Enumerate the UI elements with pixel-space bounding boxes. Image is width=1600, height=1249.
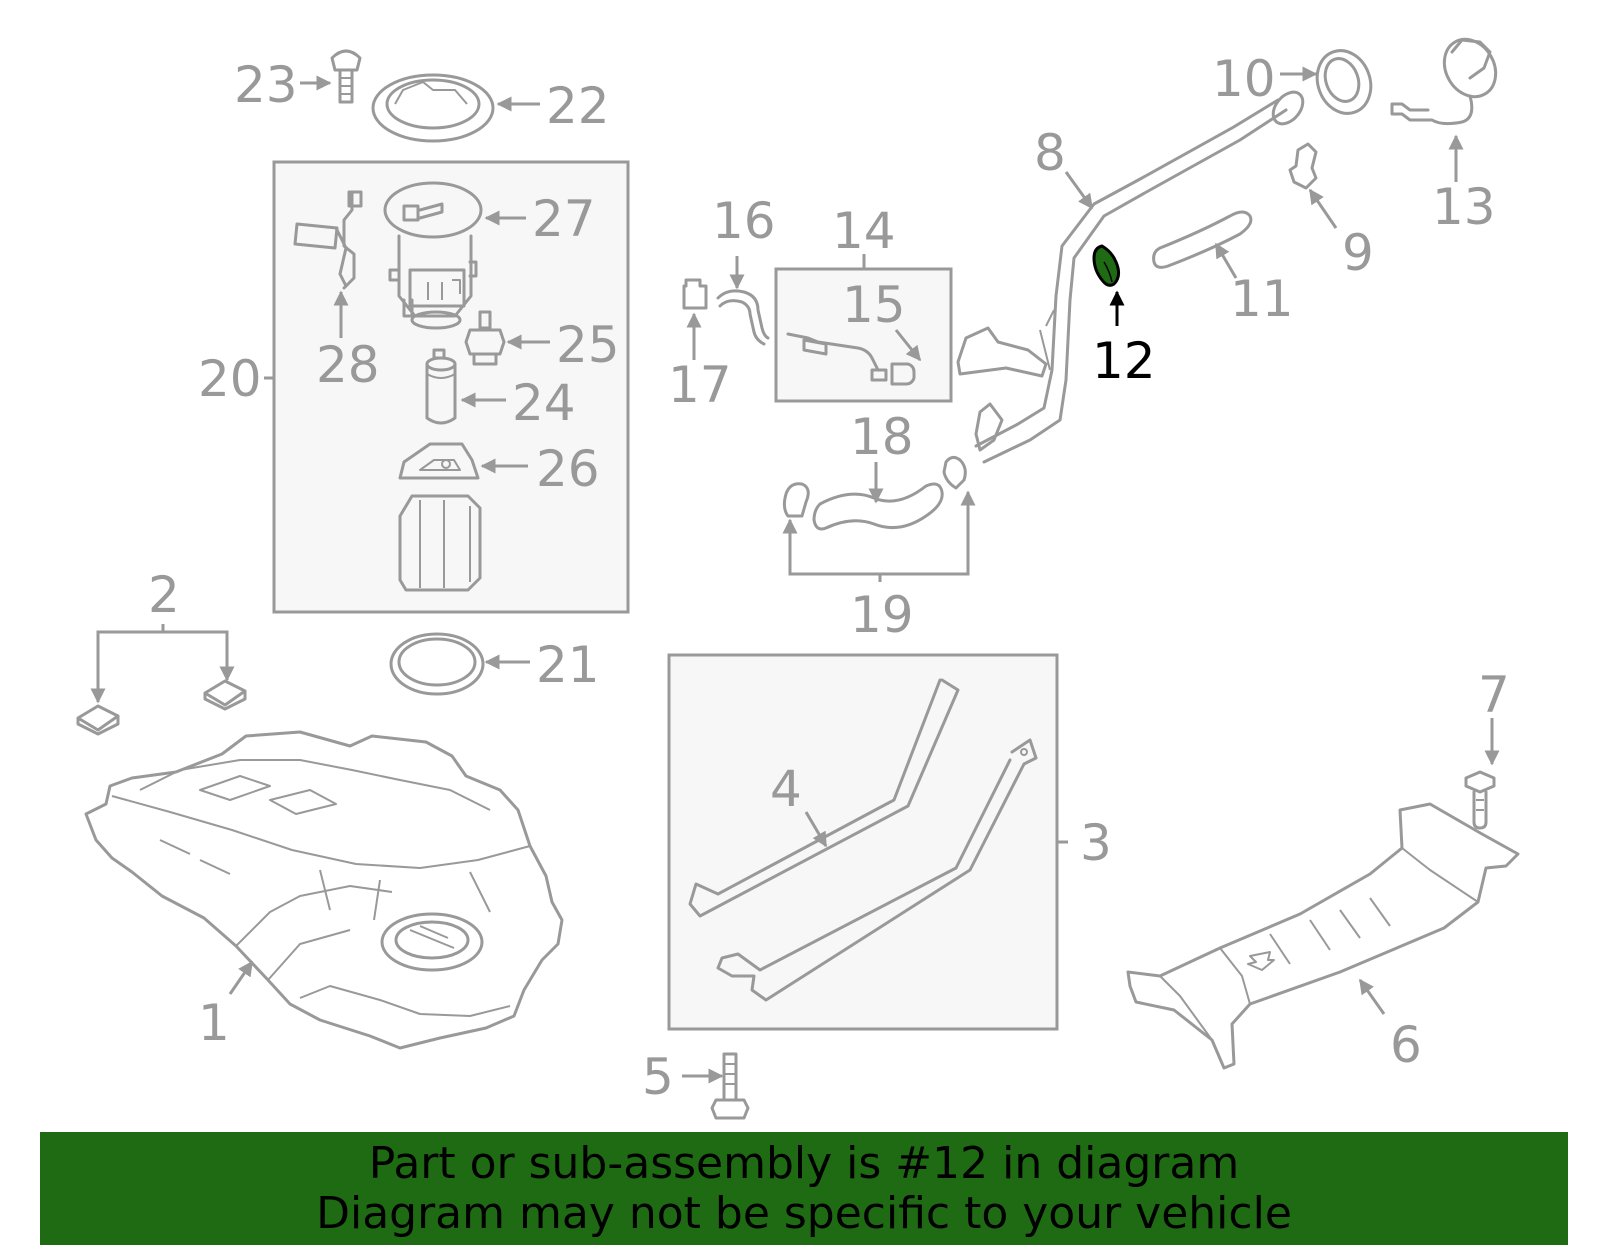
callout-15: 15: [842, 276, 906, 334]
part-4-strap[interactable]: [688, 678, 960, 918]
strap-group-box: [667, 653, 1059, 1031]
part-16-hose[interactable]: [716, 289, 770, 346]
part-1-fuel-tank[interactable]: [84, 730, 564, 1050]
callout-17: 17: [668, 356, 732, 414]
callout-13: 13: [1432, 178, 1496, 236]
callout-28: 28: [316, 336, 380, 394]
part-25-pressure-regulator[interactable]: [464, 310, 506, 366]
part-26-bracket[interactable]: [398, 442, 480, 480]
callout-8: 8: [1034, 124, 1066, 182]
callout-27: 27: [532, 190, 596, 248]
pump-reservoir-bucket: [398, 494, 482, 592]
part-22-lock-ring[interactable]: [371, 73, 495, 143]
callout-19: 19: [850, 586, 914, 644]
callout-1: 1: [198, 994, 230, 1052]
part-5-bolt[interactable]: [710, 1052, 750, 1120]
callout-21: 21: [536, 636, 600, 694]
callout-4: 4: [770, 760, 802, 818]
part-11-hose[interactable]: [1152, 210, 1253, 269]
part-21-gasket[interactable]: [389, 632, 485, 696]
part-27-pump-module[interactable]: [383, 181, 483, 330]
callout-3: 3: [1080, 814, 1112, 872]
callout-11: 11: [1230, 270, 1294, 328]
callout-26: 26: [536, 440, 600, 498]
callout-5: 5: [642, 1048, 674, 1106]
part-9-retainer[interactable]: [1288, 142, 1318, 190]
callout-16: 16: [712, 192, 776, 250]
banner-line-1: Part or sub-assembly is #12 in diagram: [368, 1137, 1240, 1189]
vapor-tube-group-box: [774, 267, 953, 403]
callout-7: 7: [1478, 666, 1510, 724]
callout-2: 2: [148, 566, 180, 624]
part-6-heat-shield[interactable]: [1126, 802, 1520, 1070]
callout-9: 9: [1342, 224, 1374, 282]
part-24-fuel-pump[interactable]: [425, 348, 457, 425]
callout-12: 12: [1092, 332, 1156, 390]
part-12-highlighted-part[interactable]: [1092, 244, 1121, 287]
callout-25: 25: [556, 316, 620, 374]
part-2-pads[interactable]: [76, 679, 247, 736]
part-10-filler-ring[interactable]: [1309, 43, 1380, 121]
pump-assembly-group-box: [272, 160, 630, 614]
callout-6: 6: [1390, 1016, 1422, 1074]
callout-20: 20: [198, 350, 262, 408]
notice-banner: Part or sub-assembly is #12 in diagram D…: [40, 1132, 1568, 1245]
part-8-filler-pipe[interactable]: [956, 86, 1309, 464]
callout-22: 22: [546, 77, 610, 135]
callout-14: 14: [832, 202, 896, 260]
banner-line-2: Diagram may not be specific to your vehi…: [316, 1187, 1292, 1239]
part-3-strap[interactable]: [716, 738, 1038, 1002]
part-13-fuel-cap[interactable]: [1390, 30, 1506, 126]
callout-10: 10: [1212, 50, 1276, 108]
part-17-clip[interactable]: [682, 278, 708, 310]
part-18-hose[interactable]: [812, 482, 944, 531]
callout-24: 24: [512, 374, 576, 432]
part-23-screw[interactable]: [330, 49, 362, 104]
part-28-sender-unit[interactable]: [293, 190, 363, 290]
part-15-vapor-tube[interactable]: [786, 332, 916, 386]
callout-23: 23: [234, 56, 298, 114]
part-7-clip[interactable]: [1464, 770, 1496, 830]
callout-18: 18: [850, 408, 914, 466]
